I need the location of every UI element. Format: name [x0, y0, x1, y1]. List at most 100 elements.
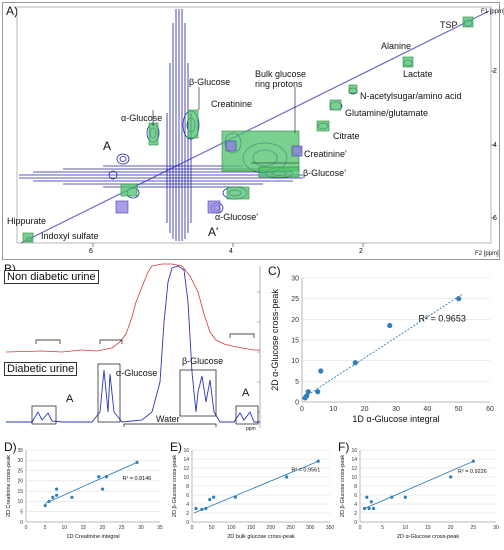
data-point — [367, 506, 371, 511]
b-peak-boxes — [31, 363, 259, 425]
r-squared-label: R² = 0.8146 — [122, 476, 151, 482]
data-point — [208, 497, 212, 502]
x-tick-label: 20 — [100, 525, 106, 531]
bracket-2 — [99, 339, 123, 344]
y-tick-label: 4 — [354, 502, 357, 508]
x-tick-label: 300 — [306, 525, 315, 531]
data-point — [212, 495, 216, 499]
y-tick-label: 20 — [17, 479, 23, 485]
y-axis-label: 2D Creatinine cross-peak — [6, 455, 12, 517]
label-bulk-glucose-2: ring protons — [255, 79, 303, 89]
y-tick-label: 15 — [17, 489, 23, 495]
data-point — [55, 487, 59, 491]
x-tick-label: 5 — [381, 525, 384, 531]
purple-peak-highlights — [115, 140, 303, 214]
bracket-3 — [229, 333, 255, 338]
diabetic-label: Diabetic urine — [4, 362, 78, 376]
b-right-axis — [257, 266, 261, 428]
x-tick-label: 5 — [44, 525, 47, 531]
panel-a-2d-nmr-spectrum: A) — [2, 2, 504, 260]
panel-a-label: A) — [6, 4, 18, 18]
y-axis-label: 2D β-Glucose cross-peak — [172, 455, 178, 517]
bottom-tick-4: 4 — [229, 248, 233, 255]
nacetyl-highlight — [348, 84, 358, 94]
b-label-water: Water — [156, 414, 180, 424]
nmr-2d-plot — [16, 6, 495, 247]
y-tick-label: 12 — [351, 466, 357, 472]
label-nacetyl: N-acetylsugar/amino acid — [360, 91, 462, 101]
data-point — [362, 506, 367, 511]
y-tick-label: 10 — [183, 475, 189, 481]
data-point — [403, 495, 407, 499]
r-squared-label: R² = 0.9653 — [419, 313, 466, 323]
x-tick-label: 20 — [361, 406, 369, 413]
x-tick-label: 15 — [81, 525, 87, 531]
y-tick-label: 6 — [354, 493, 357, 499]
lactate-highlight — [402, 56, 414, 68]
x-tick-label: 200 — [267, 525, 276, 531]
box-a-left — [31, 405, 57, 425]
x-tick-label: 0 — [191, 525, 194, 531]
label-hippurate: Hippurate — [7, 216, 47, 226]
y-tick-label: 25 — [291, 296, 299, 303]
label-creatinine: Creatinine — [211, 99, 253, 109]
x-tick-label: 25 — [471, 525, 477, 531]
label-alanine: Alanine — [381, 41, 412, 51]
data-point — [390, 495, 394, 499]
x-tick-label: 100 — [227, 525, 236, 531]
a-box — [115, 200, 129, 214]
y-tick-label: 5 — [295, 379, 299, 386]
data-point — [365, 495, 369, 499]
y-tick-label: 0 — [186, 520, 189, 526]
label-bulk-glucose-1: Bulk glucose — [255, 69, 307, 79]
right-axis-ticks — [491, 70, 495, 219]
data-point — [194, 506, 198, 511]
b-label-a-right: A — [242, 387, 250, 399]
label-b-glucose: β-Glucose — [189, 77, 231, 87]
label-lactate: Lactate — [403, 69, 433, 79]
x-tick-label: 250 — [286, 525, 295, 531]
citrate-highlight — [316, 120, 330, 132]
b-label-a-left: A — [66, 393, 74, 405]
data-point — [449, 475, 453, 479]
non-diabetic-trace — [5, 263, 260, 353]
x-tick-label: 0 — [25, 525, 28, 531]
label-tsp: TSP — [440, 20, 458, 30]
x-tick-label: 35 — [157, 525, 163, 531]
hippurate-highlight — [22, 232, 34, 243]
y-tick-label: 15 — [291, 337, 299, 344]
x-tick-label: 20 — [448, 525, 454, 531]
f1-axis-label: F1 [ppm] — [481, 9, 504, 15]
y-tick-label: 0 — [354, 520, 357, 526]
y-tick-label: 5 — [20, 509, 23, 515]
trendline — [44, 461, 138, 504]
y-tick-label: 6 — [186, 493, 189, 499]
y-axis-label: 2D β-Glucose cross-peak — [340, 455, 346, 517]
x-axis-label: 1D Creatinine integral — [66, 534, 119, 540]
data-point — [372, 506, 376, 511]
x-tick-label: 350 — [326, 525, 334, 531]
x-tick-label: 30 — [493, 525, 499, 531]
y-tick-label: 10 — [17, 499, 23, 505]
x-tick-label: 0 — [300, 406, 304, 413]
data-point — [135, 460, 139, 464]
data-point — [285, 475, 289, 479]
right-tick-4: 4 — [493, 142, 497, 149]
non-diabetic-label: Non diabetic urine — [4, 270, 99, 284]
right-tick-6: 6 — [493, 215, 497, 222]
b-label-ppm: ppm — [246, 426, 256, 432]
data-point — [204, 506, 208, 511]
diabetic-trace — [6, 265, 260, 423]
x-tick-label: 10 — [403, 525, 409, 531]
panel-d-label: D) — [4, 440, 17, 454]
bottom-axis-ticks — [92, 243, 364, 247]
x-tick-label: 10 — [329, 406, 337, 413]
b-glucose-p-highlight — [258, 166, 300, 178]
y-tick-label: 2 — [354, 511, 357, 517]
box-b-glucose — [179, 369, 217, 417]
bottom-tick-6: 6 — [89, 248, 93, 255]
